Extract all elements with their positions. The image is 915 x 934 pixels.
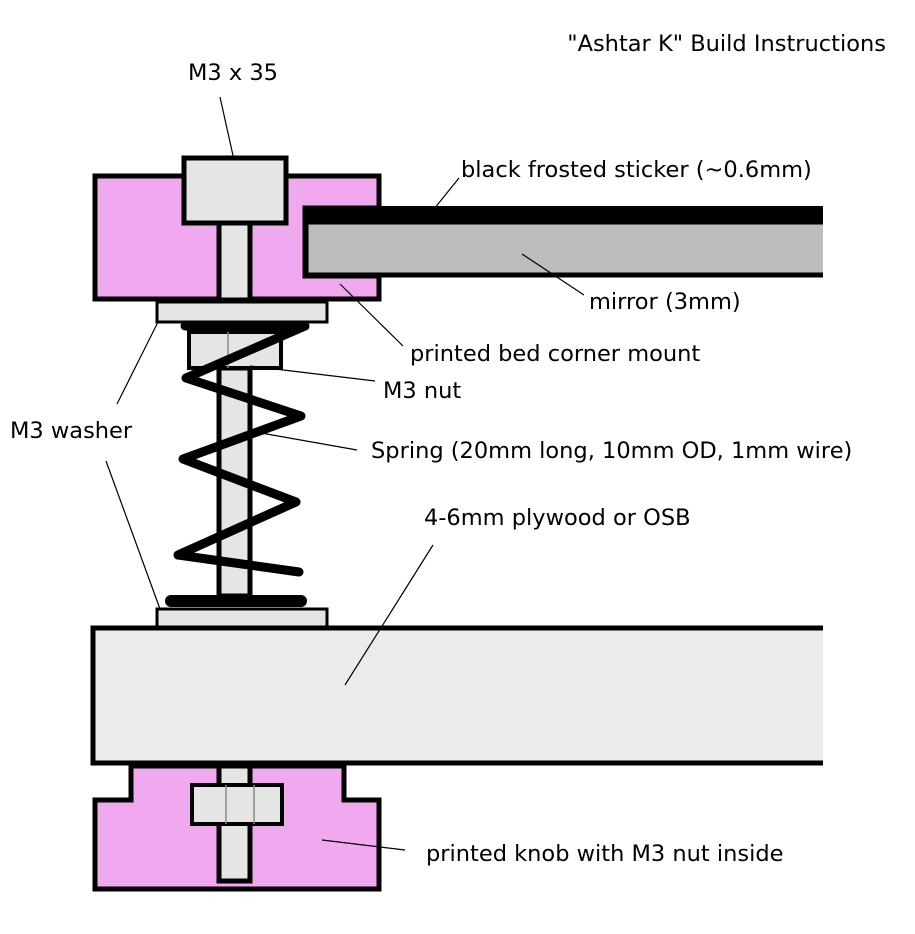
upper-nut bbox=[187, 330, 283, 370]
leader-sticker bbox=[433, 177, 460, 210]
label-sticker: black frosted sticker (~0.6mm) bbox=[461, 157, 812, 183]
leader-washer-lower bbox=[105, 460, 161, 610]
leader-corner-mount bbox=[339, 283, 404, 347]
leader-washer-upper bbox=[116, 321, 159, 405]
label-mirror: mirror (3mm) bbox=[589, 289, 741, 315]
plywood-right-edge-mask bbox=[823, 620, 843, 770]
mirror bbox=[303, 219, 839, 278]
label-plywood: 4-6mm plywood or OSB bbox=[424, 505, 691, 531]
lower-washer bbox=[155, 607, 329, 629]
leader-knob bbox=[321, 839, 406, 851]
plywood-board bbox=[90, 625, 839, 766]
leader-screw bbox=[219, 96, 235, 161]
mirror-right-edge-mask bbox=[823, 200, 843, 280]
leader-nut bbox=[249, 365, 376, 382]
knob-nut bbox=[190, 783, 284, 826]
upper-washer bbox=[155, 300, 329, 324]
leader-plywood bbox=[344, 544, 434, 686]
leader-mirror bbox=[521, 253, 585, 296]
label-screw: M3 x 35 bbox=[188, 60, 278, 86]
label-spring: Spring (20mm long, 10mm OD, 1mm wire) bbox=[371, 438, 852, 464]
label-knob: printed knob with M3 nut inside bbox=[426, 841, 784, 867]
black-frosted-sticker bbox=[303, 206, 836, 224]
label-washer: M3 washer bbox=[10, 418, 133, 444]
leader-spring bbox=[249, 430, 358, 451]
label-nut: M3 nut bbox=[383, 378, 461, 404]
spring bbox=[173, 321, 310, 577]
diagram-title: "Ashtar K" Build Instructions bbox=[567, 31, 886, 57]
screw-head bbox=[181, 155, 289, 226]
label-corner-mount: printed bed corner mount bbox=[410, 341, 700, 367]
screw-shaft-upper bbox=[216, 219, 253, 303]
